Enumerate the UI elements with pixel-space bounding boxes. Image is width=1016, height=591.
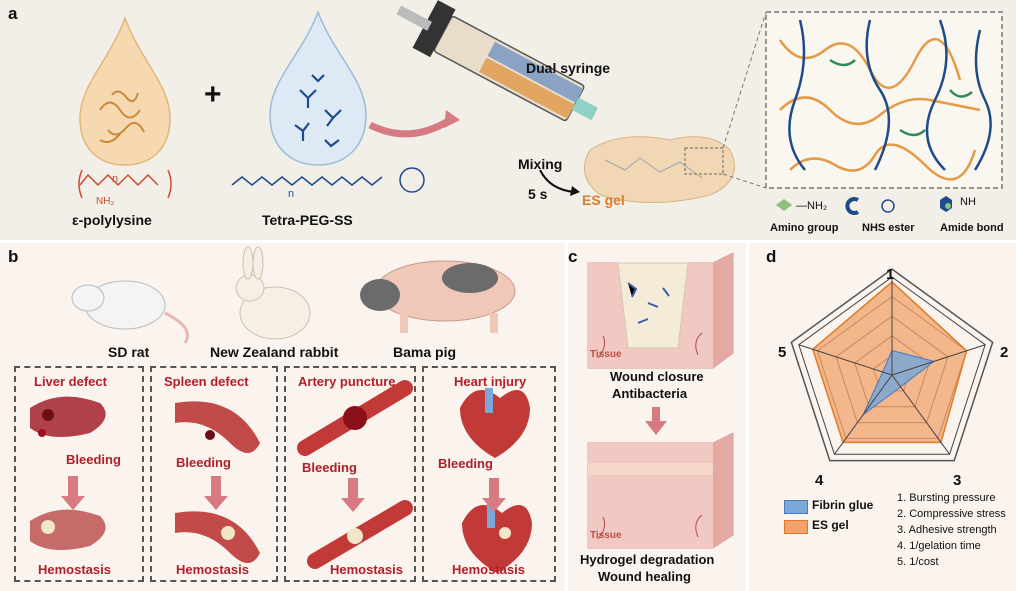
nhs-ring	[399, 167, 425, 193]
legend-esgel-label: ES gel	[812, 518, 849, 532]
box3-hemostasis: Hemostasis	[330, 562, 403, 577]
pig-icon	[360, 260, 516, 333]
amide-bond-formula: NH	[960, 196, 976, 208]
animal-label-rat: SD rat	[108, 344, 150, 360]
panel-a-illustration	[78, 0, 1003, 215]
box1-bleeding: Bleeding	[66, 452, 121, 467]
box4-bleeding: Bleeding	[438, 456, 493, 471]
legend-fibrin-label: Fibrin glue	[812, 498, 874, 512]
radar-ring	[798, 276, 986, 455]
wound-closure-text: Wound closure	[610, 369, 704, 384]
radar-series-fibrin-glue	[862, 349, 936, 416]
note-5: 5. 1/cost	[897, 556, 939, 568]
zoom-source-box	[684, 147, 724, 175]
panel-b-illustration	[30, 246, 532, 573]
tetra-peg-structure	[231, 176, 383, 186]
legend-amide-bond: Amide bond	[940, 222, 1004, 234]
process-arrows	[61, 476, 506, 512]
tetra-peg-stars	[294, 74, 342, 148]
box4-title: Heart injury	[454, 374, 527, 389]
radar-axis-5: 5	[778, 344, 787, 361]
artery-illustrations	[297, 380, 413, 569]
panel-c-arrow	[645, 407, 667, 435]
radar-axis-2: 2	[1000, 344, 1009, 361]
box2-title: Spleen defect	[164, 374, 249, 389]
reaction-arrow	[368, 117, 452, 138]
box3-bleeding: Bleeding	[302, 460, 357, 475]
wound-healing-text: Wound healing	[598, 569, 691, 584]
radar-spoke	[891, 344, 986, 376]
box2-hemostasis: Hemostasis	[176, 562, 249, 577]
bracket-left	[78, 169, 83, 199]
note-4: 4. 1/gelation time	[897, 540, 981, 552]
polylysine-label: ε-polylysine	[72, 212, 152, 228]
tetra-peg-label: Tetra-PEG-SS	[262, 212, 353, 228]
plus-sign: +	[204, 78, 222, 111]
spleen-illustrations	[175, 401, 260, 563]
panel-b-label: b	[8, 247, 19, 266]
panel-d-label: d	[766, 247, 777, 266]
liver-illustrations	[30, 396, 106, 550]
nhs-ester-icon	[845, 197, 860, 215]
dual-syringe-label: Dual syringe	[526, 60, 611, 76]
legend-esgel-swatch	[784, 520, 808, 534]
legend-amino-group: Amino group	[770, 222, 839, 234]
hydrogel-degradation-text: Hydrogel degradation	[580, 552, 715, 567]
radar-spoke	[833, 374, 893, 455]
tetra-peg-droplet	[269, 9, 367, 166]
note-2: 2. Compressive stress	[897, 508, 1006, 520]
box4-hemostasis: Hemostasis	[452, 562, 525, 577]
rat-icon	[71, 280, 189, 344]
es-gel-label: ES gel	[582, 192, 625, 208]
wound-closure-tissue	[587, 252, 734, 369]
radar-axis-3: 3	[953, 472, 962, 489]
heart-illustrations	[460, 388, 532, 573]
animal-label-pig: Bama pig	[393, 344, 457, 360]
zoom-lines	[722, 11, 767, 189]
radar-spoke	[798, 344, 893, 376]
box1-hemostasis: Hemostasis	[38, 562, 111, 577]
animal-label-rabbit: New Zealand rabbit	[210, 344, 339, 360]
note-1: 1. Bursting pressure	[897, 492, 996, 504]
amino-group-icon	[776, 199, 792, 211]
antibacteria-text: Antibacteria	[612, 386, 688, 401]
radar-axis-1: 1	[886, 266, 895, 283]
time-label: 5 s	[528, 186, 548, 202]
polylysine-chains	[99, 90, 145, 143]
box3-title: Artery puncture	[298, 374, 396, 389]
bracket-right	[167, 169, 172, 199]
radar-spoke	[891, 374, 951, 455]
box-liver-defect	[14, 366, 144, 582]
amino-group-formula: —NH₂	[796, 200, 828, 212]
polylysine-nh2: NH₂	[96, 196, 115, 207]
tissue-label-bottom: Tissue	[590, 530, 622, 541]
box-heart-injury	[422, 366, 556, 582]
tetra-n-subscript: n	[288, 188, 295, 200]
polylysine-droplet	[79, 15, 171, 166]
es-gel-blob	[583, 136, 735, 203]
polylysine-structure	[79, 173, 159, 187]
box-artery-puncture	[284, 366, 416, 582]
panel-c-illustration	[587, 252, 734, 549]
tissue-label-top: Tissue	[590, 349, 622, 360]
panel-a-label: a	[8, 4, 18, 23]
radar-spokes	[798, 277, 986, 455]
mixing-label: Mixing	[518, 156, 563, 172]
dual-syringe	[396, 0, 599, 122]
note-3: 3. Adhesive strength	[897, 524, 997, 536]
network-chains	[778, 19, 992, 181]
box-spleen-defect	[150, 366, 278, 582]
radar-axis-4: 4	[815, 472, 824, 489]
wound-healing-tissue	[587, 432, 734, 549]
box2-bleeding: Bleeding	[176, 455, 231, 470]
panel-c-label: c	[568, 247, 578, 266]
legend-nhs-ester: NHS ester	[862, 222, 915, 234]
legend-fibrin-swatch	[784, 500, 808, 514]
radar-chart	[790, 268, 994, 462]
polylysine-n-subscript: n	[112, 173, 119, 185]
rabbit-icon	[235, 246, 311, 340]
box1-title: Liver defect	[34, 374, 107, 389]
